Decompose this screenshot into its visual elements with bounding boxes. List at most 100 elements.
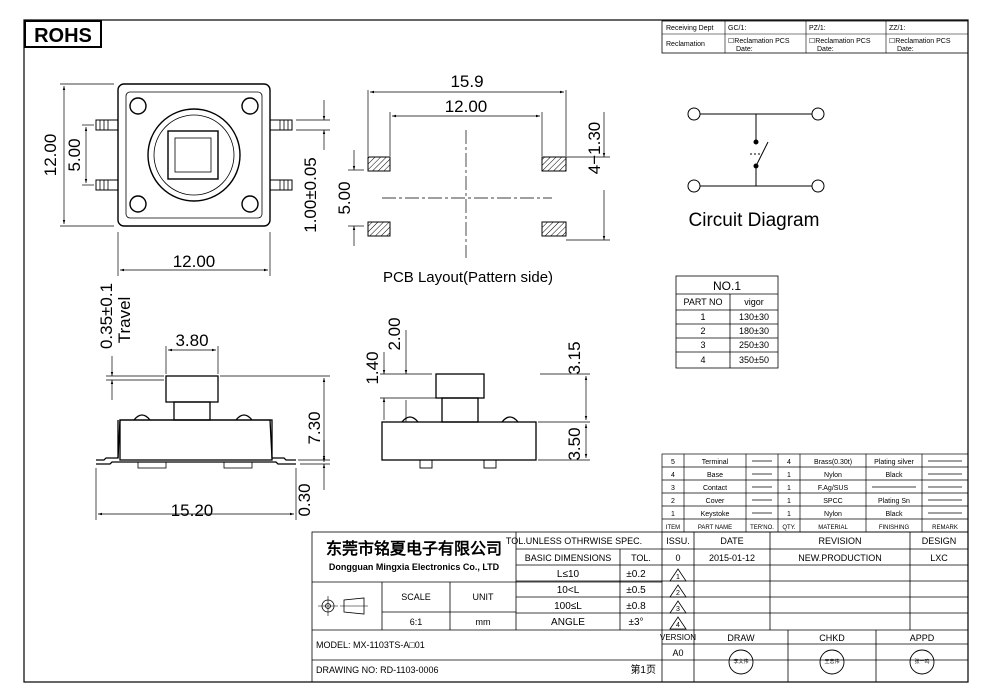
svg-text:2015-01-12: 2015-01-12 [709, 553, 755, 563]
company-name-en: Dongguan Mingxia Electronics Co., LTD [329, 562, 500, 572]
scale-value: 6:1 [410, 617, 423, 627]
svg-text:1: 1 [787, 498, 791, 505]
svg-text:4: 4 [787, 459, 791, 466]
svg-text:4: 4 [676, 622, 680, 629]
reclamation-label: Reclamation [666, 41, 705, 48]
svg-text:2: 2 [700, 326, 705, 336]
svg-text:PART NAME: PART NAME [698, 525, 732, 531]
svg-text:Contact: Contact [703, 485, 727, 492]
receiving-dept: Receiving Dept [666, 25, 714, 32]
dim-top-inner: 5.00 [65, 138, 84, 171]
dim-pcb-inner: 12.00 [445, 97, 488, 116]
force-title: NO.1 [713, 279, 741, 293]
svg-text:350±50: 350±50 [739, 355, 769, 365]
svg-text:Base: Base [707, 472, 723, 479]
dim-side-travel: 0.35±0.1 [97, 283, 116, 349]
svg-text:L≤10: L≤10 [557, 569, 580, 580]
svg-text:MATERIAL: MATERIAL [818, 525, 848, 531]
svg-text:1: 1 [676, 574, 680, 581]
title-block [311, 531, 969, 683]
dim-front-b: 2.00 [385, 317, 404, 350]
tol-header: TOL. [631, 553, 651, 563]
svg-text:Cover: Cover [706, 498, 725, 505]
svg-text:Plating silver: Plating silver [874, 459, 914, 466]
unit-value: mm [476, 617, 491, 627]
svg-text:SPCC: SPCC [823, 498, 842, 505]
svg-text:10<L: 10<L [557, 585, 580, 596]
svg-text:±0.8: ±0.8 [626, 601, 646, 612]
dim-pcb-side: 4−1.30 [585, 122, 604, 174]
svg-text:Date:: Date: [817, 46, 834, 53]
svg-text:0: 0 [675, 553, 680, 563]
svg-text:Nylon: Nylon [824, 511, 842, 518]
dim-side-height: 7.30 [305, 411, 324, 444]
appd-label: APPD [910, 633, 935, 643]
svg-text:Terminal: Terminal [702, 459, 729, 466]
svg-text:☐Reclamation PCS: ☐Reclamation PCS [809, 37, 871, 45]
dim-top-height: 12.00 [41, 134, 60, 177]
svg-text:±0.5: ±0.5 [626, 585, 646, 596]
svg-text:±3°: ±3° [628, 617, 643, 628]
svg-text:4: 4 [671, 472, 675, 479]
svg-text:ISSU.: ISSU. [666, 536, 690, 546]
tol-rows: L≤10 ±0.2 10<L ±0.5 100≤L ±0.8 ANGLE ±3° [551, 569, 646, 628]
draw-stamp: 李文伟 [733, 658, 748, 665]
gc-label: GC/1: [728, 25, 746, 32]
model-number: MODEL: MX-1103TS-A□01 [316, 640, 425, 650]
svg-text:Date:: Date: [736, 46, 753, 53]
front-view [380, 330, 590, 469]
appd-stamp: 张一鸣 [914, 658, 929, 665]
unit-label: UNIT [473, 592, 494, 602]
svg-text:ANGLE: ANGLE [551, 617, 585, 628]
svg-text:Date:: Date: [897, 46, 914, 53]
svg-text:100≤L: 100≤L [554, 601, 582, 612]
svg-text:PART NO: PART NO [683, 297, 722, 307]
side-view [95, 346, 330, 520]
svg-text:2: 2 [676, 590, 680, 597]
svg-text:Nylon: Nylon [824, 472, 842, 479]
svg-text:ITEM: ITEM [666, 525, 680, 531]
svg-text:Plating Sn: Plating Sn [878, 498, 910, 505]
svg-text:250±30: 250±30 [739, 340, 769, 350]
top-view [60, 83, 330, 276]
svg-text:4: 4 [700, 355, 705, 365]
svg-text:3: 3 [671, 485, 675, 492]
pz-label: PZ/1: [809, 25, 826, 32]
dim-front-d: 3.50 [565, 427, 584, 460]
force-table [675, 275, 779, 369]
svg-text:1: 1 [787, 472, 791, 479]
dim-side-stem: 3.80 [175, 331, 208, 350]
svg-text:TER'NO.: TER'NO. [750, 525, 774, 531]
svg-text:1: 1 [671, 511, 675, 518]
dim-front-a: 1.40 [363, 351, 382, 384]
svg-text:REMARK: REMARK [932, 525, 958, 531]
version-value: A0 [672, 648, 683, 658]
svg-text:Keystoke: Keystoke [701, 511, 730, 518]
svg-text:±0.2: ±0.2 [626, 569, 646, 580]
page-number: 第1页 [630, 663, 656, 676]
svg-text:1: 1 [787, 485, 791, 492]
svg-text:1: 1 [700, 312, 705, 322]
svg-text:Brass(0.30t): Brass(0.30t) [814, 459, 852, 466]
svg-text:NEW.PRODUCTION: NEW.PRODUCTION [798, 553, 882, 563]
svg-text:☐Reclamation PCS: ☐Reclamation PCS [889, 37, 951, 45]
receiving-table: Receiving Dept GC/1: PZ/1: ZZ/1: Reclama… [661, 20, 969, 54]
circuit-diagram [687, 107, 825, 193]
scale-label: SCALE [401, 592, 431, 602]
chkd-stamp: 王志伟 [824, 658, 839, 665]
rohs-badge: ROHS [24, 20, 102, 48]
svg-text:☐Reclamation PCS: ☐Reclamation PCS [728, 37, 790, 45]
pcb-layout-label: PCB Layout(Pattern side) [383, 269, 553, 286]
chkd-label: CHKD [819, 633, 845, 643]
dim-pcb-outer: 15.9 [450, 72, 483, 91]
svg-text:130±30: 130±30 [739, 312, 769, 322]
svg-text:F.Ag/SUS: F.Ag/SUS [818, 485, 849, 492]
svg-text:3: 3 [700, 340, 705, 350]
tol-title: TOL.UNLESS OTHRWISE SPEC. [506, 536, 642, 546]
basic-dimensions: BASIC DIMENSIONS [525, 553, 612, 563]
zz-label: ZZ/1: [889, 25, 905, 32]
svg-text:DATE: DATE [720, 536, 743, 546]
dim-pcb-left: 5.00 [335, 181, 354, 214]
